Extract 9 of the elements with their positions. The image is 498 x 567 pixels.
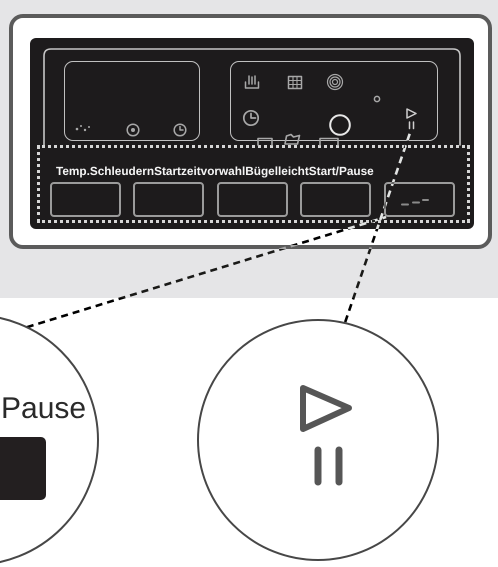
leader-line: [26, 216, 386, 328]
panel-button: [50, 182, 121, 217]
play-pause-icon: [404, 107, 418, 130]
button-captions: Temp.SchleudernStartzeitvorwahlBügelleichtStart/Pause: [56, 165, 374, 178]
panel-button: [133, 182, 204, 217]
panel-button: [300, 182, 371, 217]
panel-button: [384, 182, 455, 217]
zoomed-label: Pause: [1, 392, 86, 425]
panel-button: [217, 182, 288, 217]
